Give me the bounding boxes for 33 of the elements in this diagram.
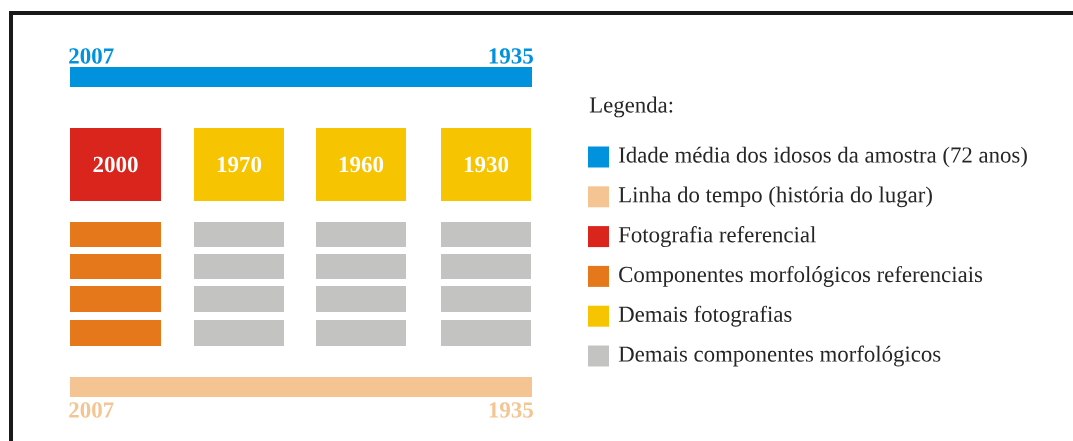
component-bar	[194, 320, 284, 346]
legend-text: Fotografia referencial	[618, 226, 816, 248]
component-bar	[316, 222, 406, 247]
year-label: 2007	[69, 402, 114, 418]
year-label: 2007	[69, 48, 114, 64]
component-bar	[441, 320, 531, 346]
component-bar	[194, 254, 284, 279]
component-bar	[316, 286, 406, 312]
timeline-bar	[70, 377, 532, 397]
component-bar	[316, 320, 406, 346]
age-bar	[70, 67, 532, 87]
component-bar	[70, 222, 161, 247]
component-bar	[70, 254, 161, 279]
component-bar	[316, 254, 406, 279]
component-bar	[441, 254, 531, 279]
legend-text: Demais componentes morfológicos	[618, 345, 941, 367]
legend-text: Demais fotografias	[618, 305, 792, 327]
photo-box: 1960	[316, 128, 406, 201]
legend-text: Componentes morfológicos referenciais	[619, 265, 983, 287]
legend-text: Idade média dos idosos da amostra (72 anos)	[619, 146, 1027, 168]
photo-box: 2000	[70, 128, 161, 201]
component-bar	[441, 222, 531, 247]
component-bar	[70, 320, 161, 346]
legend-text: Linha do tempo (história do lugar)	[618, 186, 932, 208]
photo-box: 1970	[194, 128, 284, 201]
legend-title: Legenda:	[589, 96, 673, 118]
component-bar	[441, 286, 531, 312]
component-bar	[194, 286, 284, 312]
year-label: 1935	[489, 402, 533, 418]
component-bar	[70, 286, 161, 312]
component-bar	[194, 222, 284, 247]
year-label: 1935	[489, 48, 533, 64]
photo-box: 1930	[441, 128, 531, 201]
